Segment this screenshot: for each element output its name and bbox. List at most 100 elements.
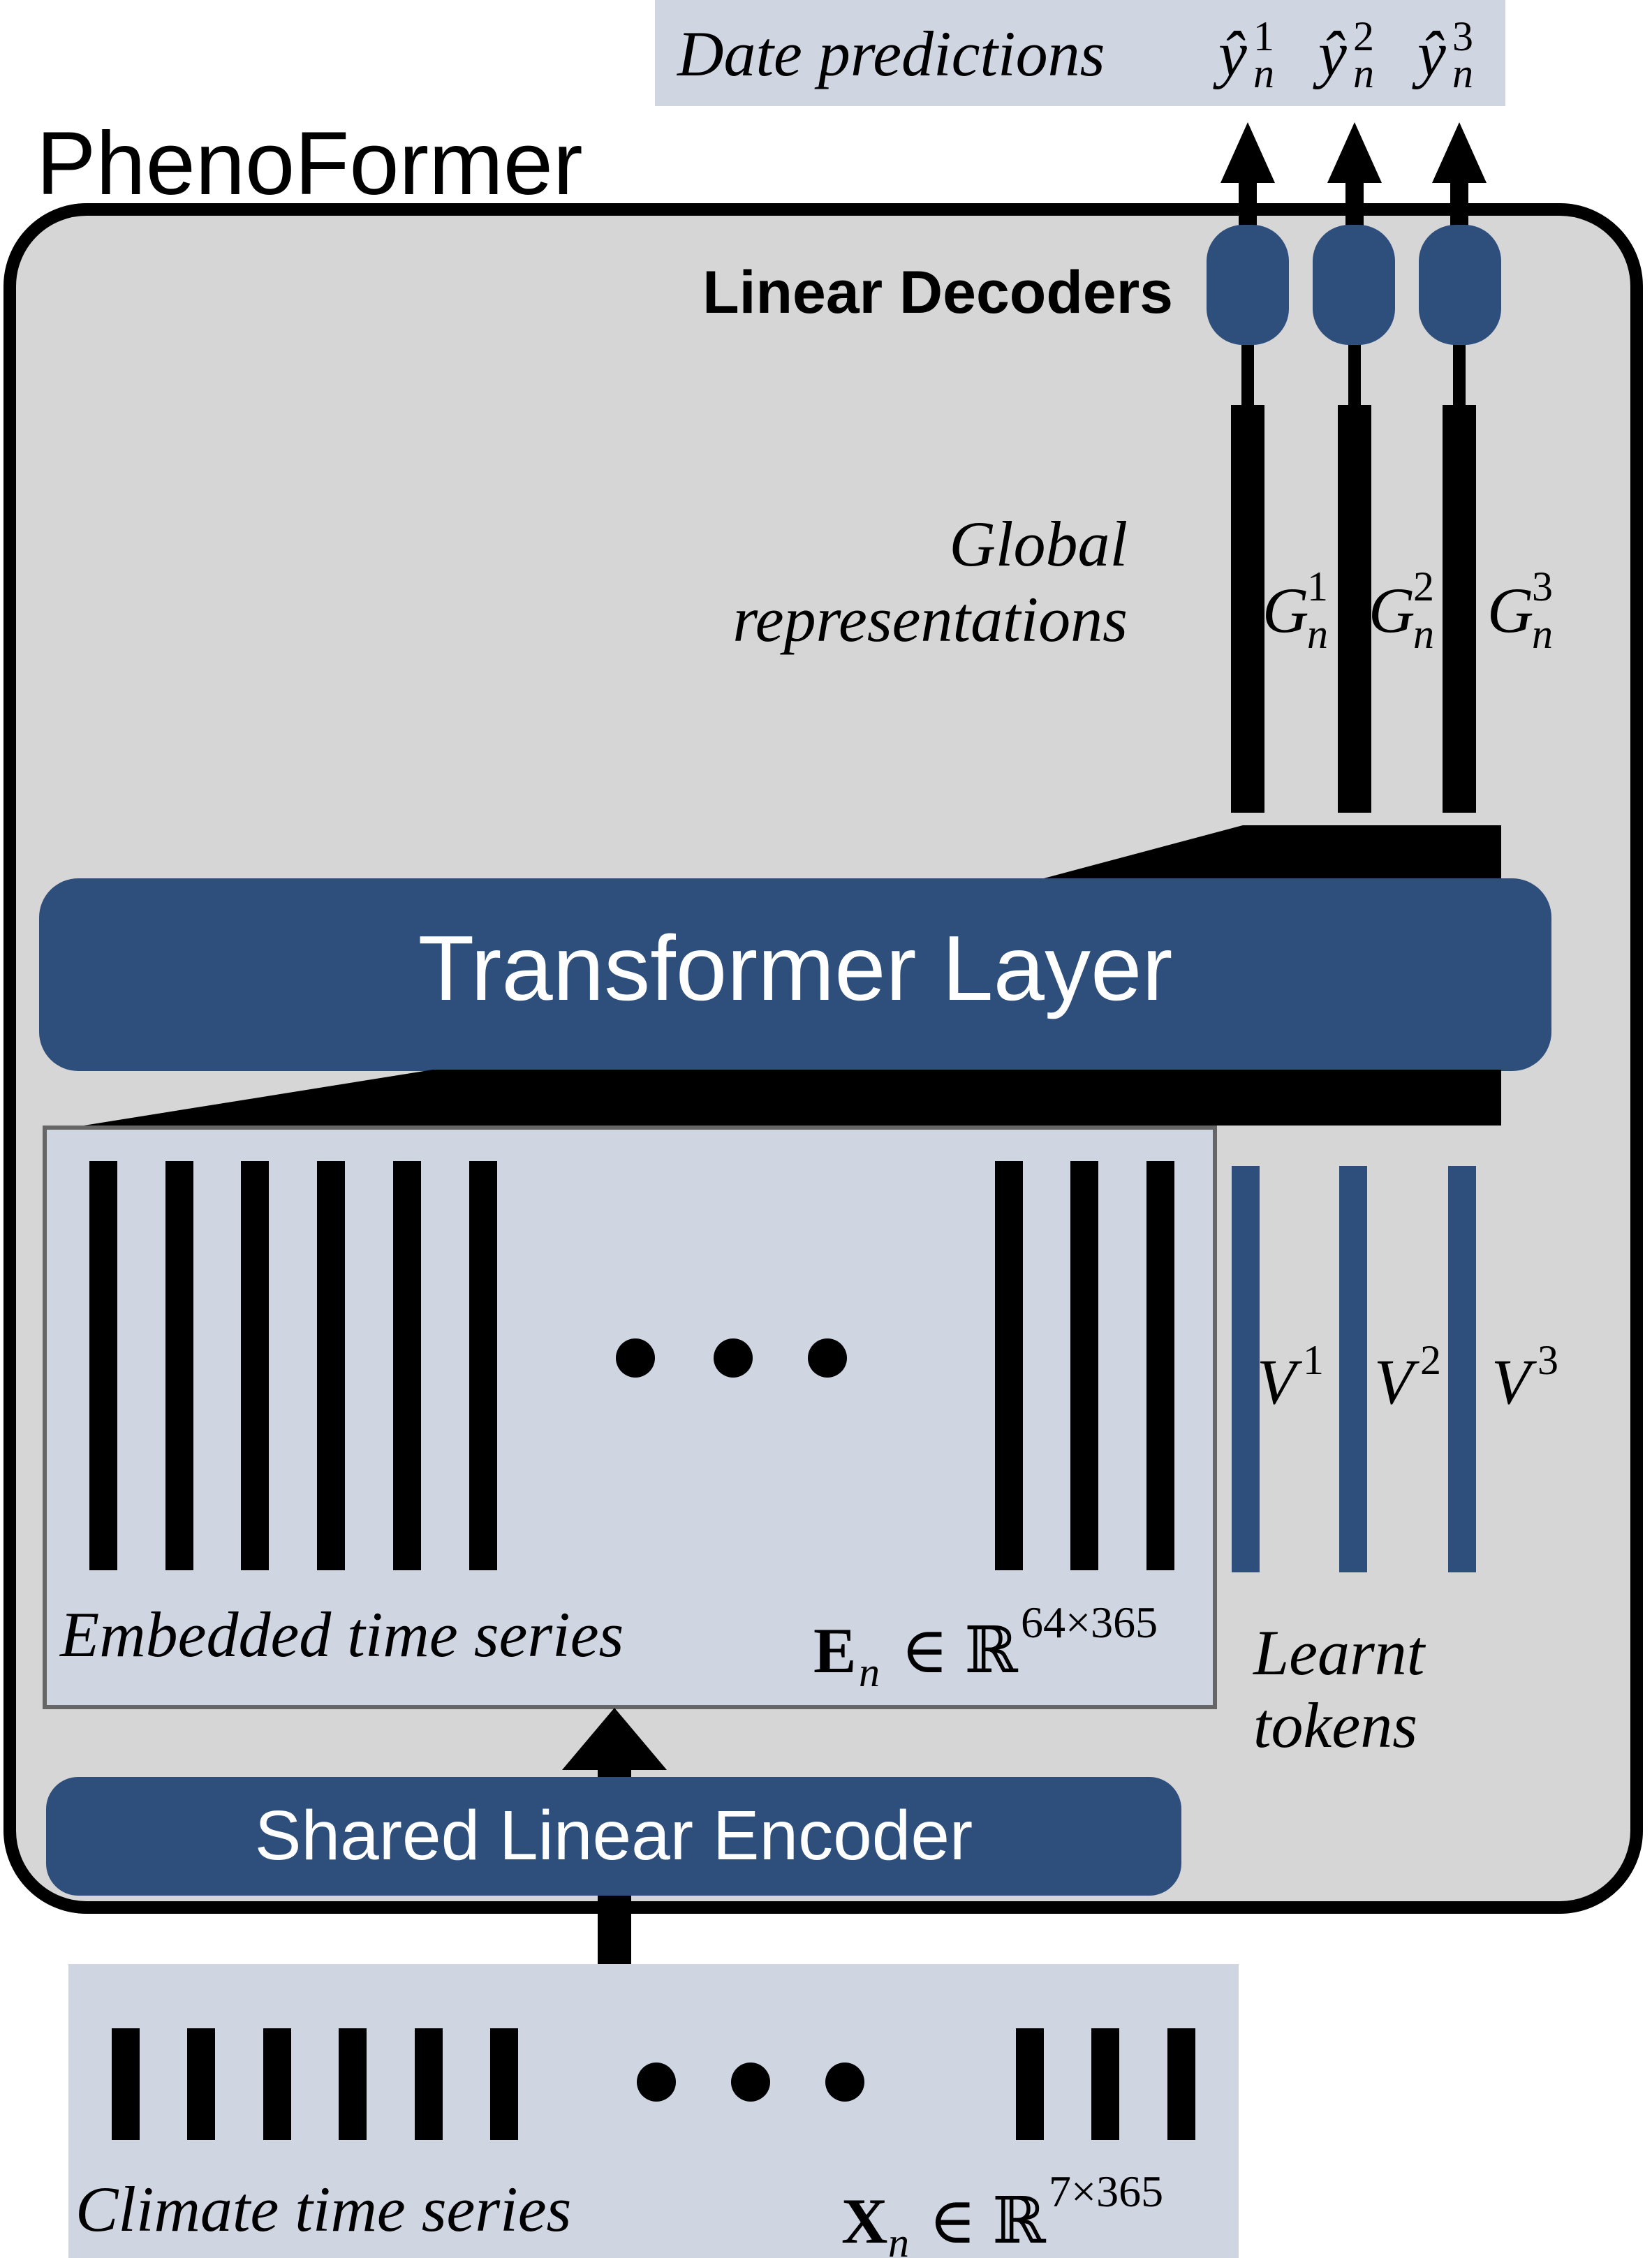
- decoder-1-connector: [1241, 335, 1254, 405]
- embedded-bar: [469, 1161, 497, 1570]
- climate-bar: [339, 2028, 367, 2140]
- learnt-token-bar-1: [1232, 1166, 1260, 1572]
- climate-to-encoder-arrow-shaft: [598, 1896, 631, 1965]
- prediction-y2-sup: 2: [1353, 13, 1374, 59]
- global-representations-label-line1: Global: [949, 508, 1128, 580]
- prediction-y1-sup: 1: [1253, 13, 1274, 59]
- climate-symbol-base: X: [841, 2185, 887, 2257]
- learnt-token-v2-base: V: [1374, 1346, 1420, 1417]
- global-symbol-g1-sub: n: [1307, 611, 1328, 657]
- embedded-symbol-set: ∈ ℝ: [901, 1615, 1019, 1686]
- output-arrows: [1220, 122, 1487, 405]
- learnt-token-v3-base: V: [1491, 1346, 1537, 1417]
- climate-bars: [112, 2028, 1195, 2140]
- climate-symbol-set: ∈ ℝ: [929, 2185, 1047, 2257]
- global-symbol-g2-base: G: [1369, 575, 1415, 646]
- climate-symbol-sup: 7×365: [1049, 2167, 1163, 2216]
- transformer-output-wedge: [1033, 825, 1501, 881]
- global-representation-bar-3: [1443, 405, 1476, 813]
- climate-bar: [112, 2028, 140, 2140]
- linear-decoder-3: [1419, 225, 1501, 345]
- learnt-token-bar-3: [1448, 1166, 1476, 1572]
- prediction-y1-base: ŷ: [1213, 18, 1247, 89]
- embedded-bar: [241, 1161, 269, 1570]
- embedded-ellipsis-icon: [616, 1338, 847, 1378]
- prediction-y2-sub: n: [1353, 50, 1374, 96]
- output-arrow-3-shaft: [1450, 178, 1468, 234]
- global-representation-bar-1: [1231, 405, 1264, 813]
- transformer-layer-label: Transformer Layer: [418, 917, 1173, 1019]
- global-symbol-g1: G n 1: [1262, 563, 1328, 657]
- linear-decoders-label: Linear Decoders: [702, 259, 1173, 326]
- learnt-token-v1-base: V: [1257, 1346, 1303, 1417]
- prediction-y1-sub: n: [1253, 50, 1274, 96]
- linear-decoder-1: [1207, 225, 1289, 345]
- embedded-bar: [89, 1161, 117, 1570]
- transformer-layer: [39, 878, 1551, 1071]
- climate-bar: [490, 2028, 518, 2140]
- embedded-bar: [1070, 1161, 1098, 1570]
- learnt-tokens-label-line2: tokens: [1253, 1690, 1417, 1761]
- shared-linear-encoder: [46, 1777, 1181, 1896]
- learnt-tokens-label-line1: Learnt: [1252, 1617, 1426, 1688]
- decoder-2-connector: [1348, 335, 1361, 405]
- embedded-time-series-label: Embedded time series: [59, 1599, 624, 1670]
- global-symbol-g1-sup: 1: [1307, 563, 1328, 610]
- global-symbol-g2: G n 2: [1369, 563, 1434, 657]
- climate-bar: [1016, 2028, 1044, 2140]
- climate-bar: [1167, 2028, 1195, 2140]
- climate-symbol-sub: n: [888, 2220, 909, 2258]
- global-symbol-g1-base: G: [1262, 575, 1308, 646]
- embedded-bar: [393, 1161, 421, 1570]
- learnt-token-v3-sup: 3: [1537, 1337, 1558, 1383]
- global-symbol-g3-sub: n: [1532, 611, 1553, 657]
- global-representations-label-line2: representations: [732, 584, 1128, 655]
- learnt-token-v3: V 3: [1491, 1337, 1558, 1417]
- output-arrow-1-shaft: [1239, 178, 1257, 234]
- transformer-input-wedge: [84, 1070, 1501, 1126]
- output-arrow-2-icon: [1327, 122, 1382, 183]
- learnt-token-v2: V 2: [1374, 1337, 1441, 1417]
- learnt-token-v2-sup: 2: [1420, 1337, 1441, 1383]
- output-arrow-2-shaft: [1345, 178, 1364, 234]
- prediction-y3-base: ŷ: [1412, 18, 1446, 89]
- prediction-y1: ŷ n 1: [1213, 13, 1274, 96]
- embedded-symbol-sup: 64×365: [1021, 1597, 1158, 1647]
- embedded-symbol: E n ∈ ℝ 64×365: [813, 1597, 1158, 1695]
- embedded-symbol-sub: n: [859, 1649, 880, 1695]
- prediction-y3-sub: n: [1452, 50, 1473, 96]
- embedded-bar: [1146, 1161, 1174, 1570]
- encoder-to-embedded-arrow-icon: [562, 1708, 667, 1770]
- prediction-y2: ŷ n 2: [1313, 13, 1374, 96]
- climate-ellipsis-icon: [637, 2063, 864, 2102]
- embedded-bar: [317, 1161, 345, 1570]
- learnt-token-v1: V 1: [1257, 1337, 1324, 1417]
- output-arrow-3-icon: [1432, 122, 1487, 183]
- output-arrow-1-icon: [1220, 122, 1275, 183]
- learnt-token-v1-sup: 1: [1303, 1337, 1324, 1383]
- global-symbol-g3: G n 3: [1487, 563, 1553, 657]
- climate-symbol: X n ∈ ℝ 7×365: [841, 2167, 1163, 2258]
- shared-linear-encoder-label: Shared Linear Encoder: [255, 1796, 973, 1875]
- date-predictions-label: Date predictions: [676, 18, 1105, 89]
- embedded-bar: [995, 1161, 1023, 1570]
- global-representation-bar-2: [1338, 405, 1371, 813]
- prediction-y2-base: ŷ: [1313, 18, 1347, 89]
- embedded-bar: [165, 1161, 193, 1570]
- climate-bar: [1091, 2028, 1119, 2140]
- embedded-bars: [89, 1161, 1174, 1570]
- embedded-symbol-base: E: [813, 1615, 856, 1686]
- climate-bar: [415, 2028, 443, 2140]
- decoder-3-connector: [1453, 335, 1466, 405]
- global-symbol-g3-sup: 3: [1532, 563, 1553, 610]
- global-symbol-g3-base: G: [1487, 575, 1533, 646]
- climate-bar: [263, 2028, 291, 2140]
- model-name-title: PhenoFormer: [36, 114, 583, 214]
- global-symbol-g2-sup: 2: [1413, 563, 1434, 610]
- climate-bar: [187, 2028, 215, 2140]
- climate-time-series-label: Climate time series: [75, 2174, 571, 2245]
- output-box: [655, 0, 1505, 106]
- learnt-token-bar-2: [1339, 1166, 1367, 1572]
